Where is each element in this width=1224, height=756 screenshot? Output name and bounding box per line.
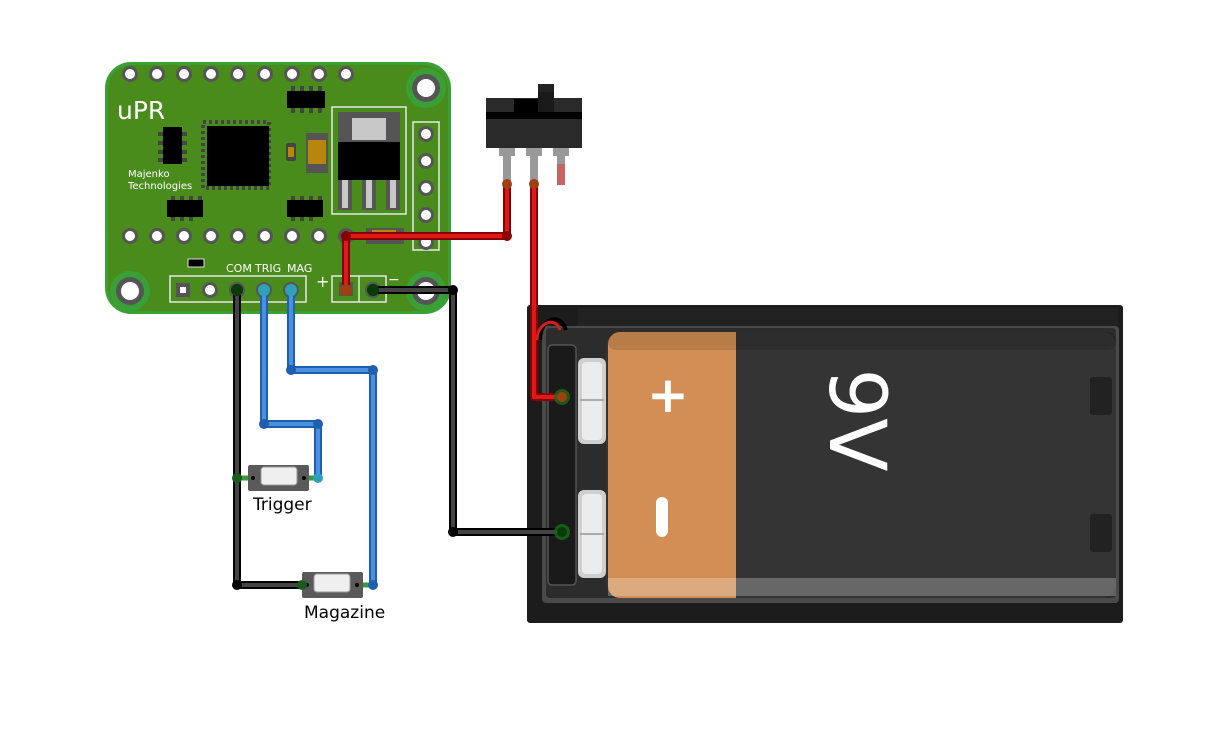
magazine-button[interactable] xyxy=(302,572,363,598)
chip-small-left xyxy=(158,127,187,164)
magazine-label: Magazine xyxy=(304,603,385,623)
slide-switch[interactable] xyxy=(486,84,582,185)
bottom-header-pins xyxy=(122,228,354,244)
chip-bottom-left xyxy=(167,196,203,221)
label-plus: + xyxy=(316,272,329,291)
trigger-button[interactable] xyxy=(248,465,309,491)
microcontroller-chip xyxy=(201,120,271,190)
smd-part xyxy=(187,258,205,268)
battery-terminal-plus xyxy=(578,358,606,444)
label-com: COM xyxy=(226,262,252,275)
trigger-label: Trigger xyxy=(252,495,312,515)
chip-top-right xyxy=(287,86,325,113)
upr-board[interactable]: uPR Majenko Technologies xyxy=(105,62,451,314)
trig-wire[interactable] xyxy=(258,284,323,483)
label-minus: − xyxy=(388,272,400,288)
voltage-regulator xyxy=(331,106,407,215)
right-header-pins xyxy=(412,121,440,251)
battery-holder[interactable]: + 9V xyxy=(527,305,1123,623)
switch-pins xyxy=(499,148,569,184)
switch-battery-wire[interactable] xyxy=(529,179,570,405)
battery-minus-label xyxy=(656,497,668,537)
mag-wire[interactable] xyxy=(285,284,378,590)
battery-terminal-minus xyxy=(578,490,606,578)
battery-9v xyxy=(606,332,1116,598)
label-trig: TRIG xyxy=(254,262,281,275)
board-name: uPR xyxy=(117,96,165,125)
top-header-pins xyxy=(122,66,354,82)
label-mag: MAG xyxy=(287,262,312,275)
battery-plus-label: + xyxy=(647,366,689,424)
power-plus-wire[interactable] xyxy=(340,179,512,296)
com-wire[interactable] xyxy=(231,284,307,590)
battery-voltage-label: 9V xyxy=(811,369,901,472)
chip-bottom-right xyxy=(287,196,323,221)
maker-name-line1: Majenko xyxy=(128,169,170,180)
switch-actuator[interactable] xyxy=(538,92,554,112)
ground-wire[interactable] xyxy=(367,284,570,540)
maker-name-line2: Technologies xyxy=(127,181,192,192)
